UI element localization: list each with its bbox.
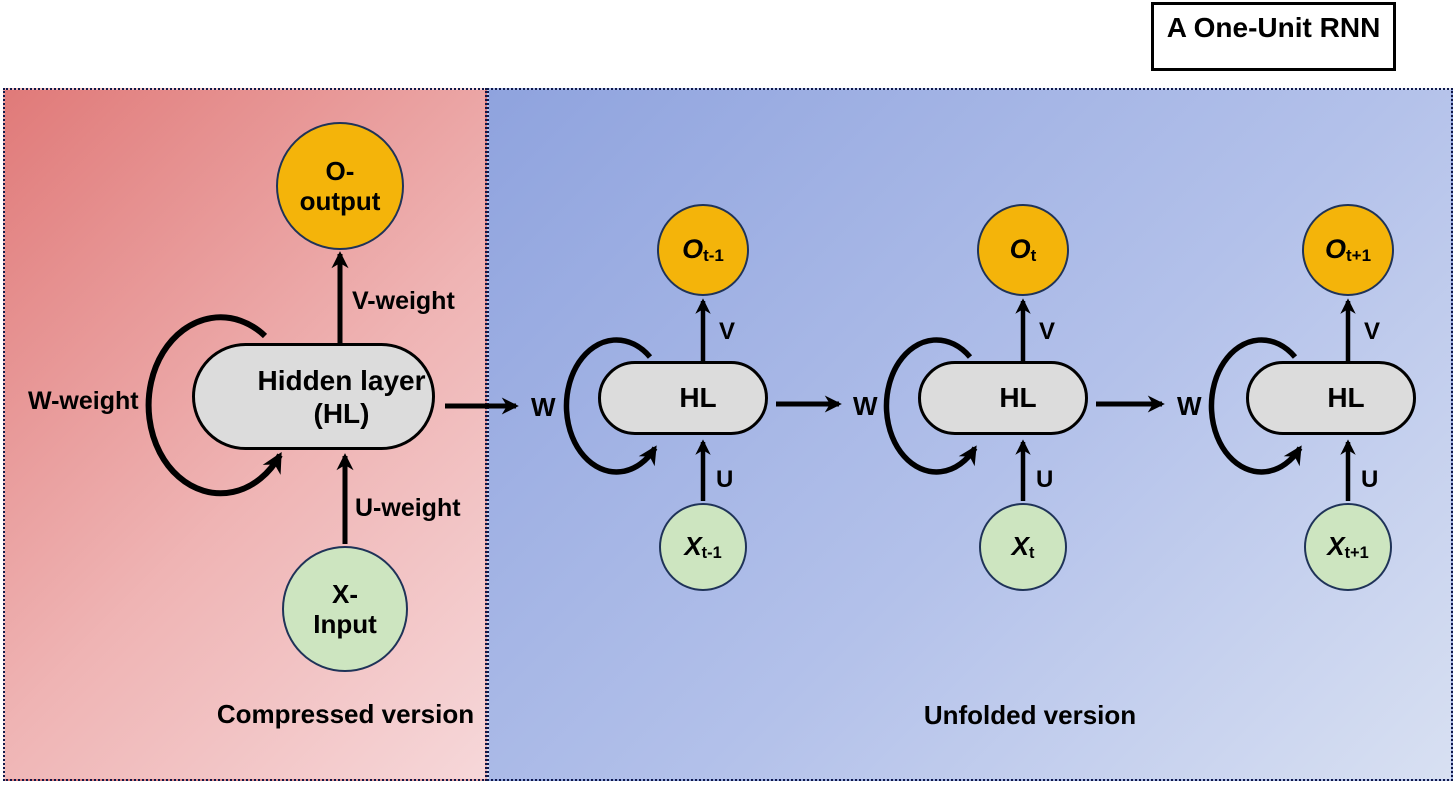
- diagram-title-text: A One-Unit RNN: [1166, 12, 1381, 43]
- input-label-t: Xt: [1011, 531, 1035, 562]
- input-node-t+1: Xt+1: [1304, 503, 1392, 591]
- w-label-0: W: [531, 392, 556, 422]
- compressed-caption: Compressed version: [216, 699, 475, 729]
- hl-label-t+1: HL: [1327, 382, 1365, 413]
- output-node-line2: output: [299, 186, 381, 216]
- u-label-t: U: [1036, 466, 1054, 493]
- w-label-1: W: [853, 391, 878, 421]
- output-node-t+1: Ot+1: [1302, 204, 1394, 296]
- hidden-layer-node-t+1: HL: [1246, 361, 1416, 435]
- hidden-layer-node-t-1: HL: [598, 361, 768, 435]
- output-node-compressed: O- output: [276, 122, 404, 250]
- w-weight-label: W-weight: [28, 387, 139, 415]
- u-weight-label: U-weight: [355, 494, 461, 522]
- hl-label-t-1: HL: [679, 382, 717, 413]
- output-label-t+1: Ot+1: [1324, 233, 1372, 266]
- input-node-t-1: Xt-1: [659, 503, 747, 591]
- output-node-t-1: Ot-1: [657, 204, 749, 296]
- input-node-t: Xt: [979, 503, 1067, 591]
- u-label-t-1: U: [716, 466, 734, 493]
- u-label-t+1: U: [1361, 466, 1379, 493]
- v-label-t: V: [1039, 318, 1056, 345]
- hl-label-t: HL: [999, 382, 1037, 413]
- w-label-2: W: [1177, 391, 1202, 421]
- diagram-title: A One-Unit RNN: [1151, 2, 1396, 71]
- v-label-t+1: V: [1364, 318, 1381, 345]
- input-node-line1: X-: [332, 579, 358, 609]
- hidden-layer-node-compressed: Hidden layer (HL): [192, 343, 435, 450]
- output-label-t-1: Ot-1: [682, 233, 724, 266]
- v-label-t-1: V: [719, 318, 736, 345]
- v-weight-label: V-weight: [352, 287, 455, 315]
- input-label-t+1: Xt+1: [1327, 531, 1369, 562]
- input-node-compressed: X- Input: [282, 546, 408, 672]
- unfolded-caption: Unfolded version: [923, 700, 1137, 730]
- output-node-t: Ot: [977, 204, 1069, 296]
- output-label-t: Ot: [1009, 233, 1037, 266]
- hidden-layer-node-t: HL: [918, 361, 1088, 435]
- hidden-node-line2: (HL): [313, 397, 370, 429]
- input-label-t-1: Xt-1: [684, 531, 722, 562]
- output-node-line1: O-: [325, 156, 355, 186]
- hidden-node-line1: Hidden layer: [257, 364, 426, 396]
- input-node-line2: Input: [313, 609, 377, 639]
